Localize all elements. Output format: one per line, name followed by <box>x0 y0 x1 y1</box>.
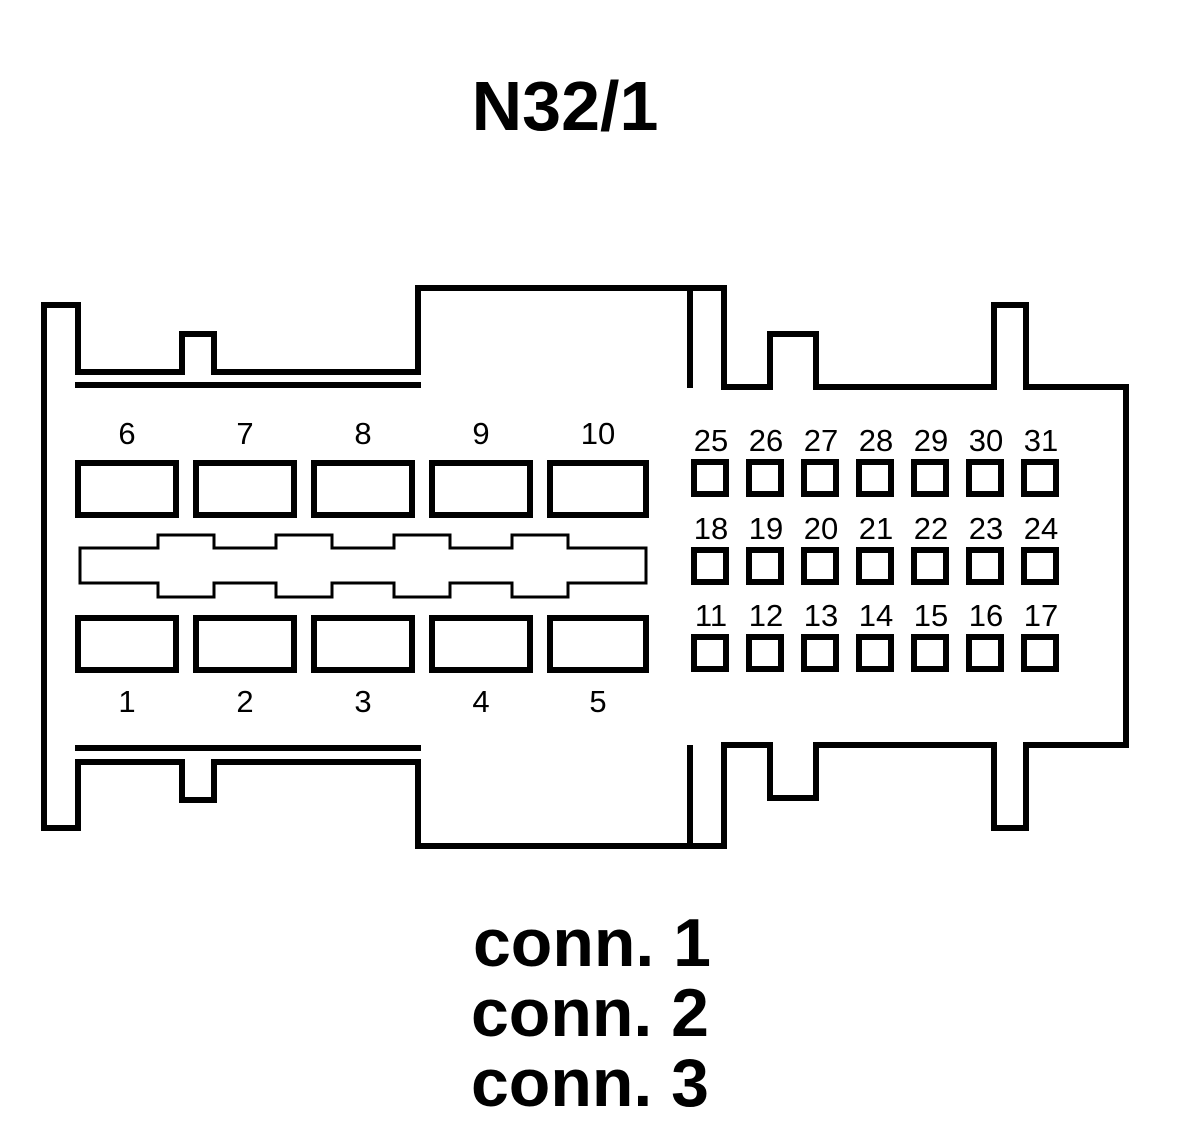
pin-label: 27 <box>804 423 838 458</box>
pin-cavity <box>193 615 297 673</box>
pin-cavity <box>429 615 533 673</box>
pin-cavity <box>75 615 179 673</box>
large-pins-top: 6 7 8 9 10 <box>75 416 649 518</box>
pin-cavity <box>547 615 649 673</box>
pin-cavity <box>856 547 894 585</box>
center-rib <box>78 533 648 599</box>
small-pins-row-middle: 18 19 20 21 22 23 24 <box>691 511 1059 585</box>
pin-cavity <box>691 547 729 585</box>
pin-cavity <box>911 459 949 497</box>
pin-label: 13 <box>804 598 838 633</box>
pin-label: 5 <box>589 684 606 719</box>
pin-cavity <box>429 460 533 518</box>
pin-label: 14 <box>859 598 893 633</box>
pin-label: 31 <box>1024 423 1058 458</box>
connector-label-2: conn. 2 <box>471 975 709 1051</box>
pin-label: 29 <box>914 423 948 458</box>
pin-label: 1 <box>118 684 135 719</box>
pin-label: 6 <box>118 416 135 451</box>
pin-label: 4 <box>472 684 489 719</box>
pin-label: 24 <box>1024 511 1058 546</box>
pin-label: 21 <box>859 511 893 546</box>
pin-cavity <box>801 547 839 585</box>
small-pins-row-bottom: 11 12 13 14 15 16 17 <box>691 598 1059 672</box>
pin-label: 15 <box>914 598 948 633</box>
pin-label: 19 <box>749 511 783 546</box>
connector-housing <box>41 285 1129 849</box>
pin-label: 3 <box>354 684 371 719</box>
pin-cavity <box>911 634 949 672</box>
pin-cavity <box>311 460 415 518</box>
pin-cavity <box>911 547 949 585</box>
connector-label-1: conn. 1 <box>473 905 711 981</box>
pin-cavity <box>75 460 179 518</box>
pin-label: 26 <box>749 423 783 458</box>
pin-label: 18 <box>694 511 728 546</box>
pin-label: 16 <box>969 598 1003 633</box>
pin-label: 9 <box>472 416 489 451</box>
pin-label: 30 <box>969 423 1003 458</box>
pin-cavity <box>966 459 1004 497</box>
pin-label: 20 <box>804 511 838 546</box>
pin-label: 7 <box>236 416 253 451</box>
pin-cavity <box>801 459 839 497</box>
pin-cavity <box>746 459 784 497</box>
pin-cavity <box>311 615 415 673</box>
small-pins-row-top: 25 26 27 28 29 30 31 <box>691 423 1059 497</box>
pin-cavity <box>1021 459 1059 497</box>
pin-cavity <box>547 460 649 518</box>
pin-label: 2 <box>236 684 253 719</box>
pin-cavity <box>691 634 729 672</box>
pin-cavity <box>193 460 297 518</box>
pin-label: 11 <box>695 598 727 633</box>
pin-label: 28 <box>859 423 893 458</box>
pin-cavity <box>856 634 894 672</box>
pin-label: 17 <box>1024 598 1058 633</box>
pin-cavity <box>966 547 1004 585</box>
pin-cavity <box>1021 634 1059 672</box>
pin-label: 12 <box>749 598 783 633</box>
pin-cavity <box>691 459 729 497</box>
pin-cavity <box>801 634 839 672</box>
pin-label: 23 <box>969 511 1003 546</box>
pin-label: 8 <box>354 416 371 451</box>
pin-cavity <box>966 634 1004 672</box>
large-pins-bottom: 1 2 3 4 5 <box>75 615 649 719</box>
pin-cavity <box>1021 547 1059 585</box>
diagram-title: N32/1 <box>472 67 659 145</box>
pin-cavity <box>746 634 784 672</box>
pin-cavity <box>856 459 894 497</box>
pin-cavity <box>746 547 784 585</box>
connector-label-3: conn. 3 <box>471 1045 709 1121</box>
pin-label: 22 <box>914 511 948 546</box>
pin-label: 25 <box>694 423 728 458</box>
pin-label: 10 <box>581 416 615 451</box>
